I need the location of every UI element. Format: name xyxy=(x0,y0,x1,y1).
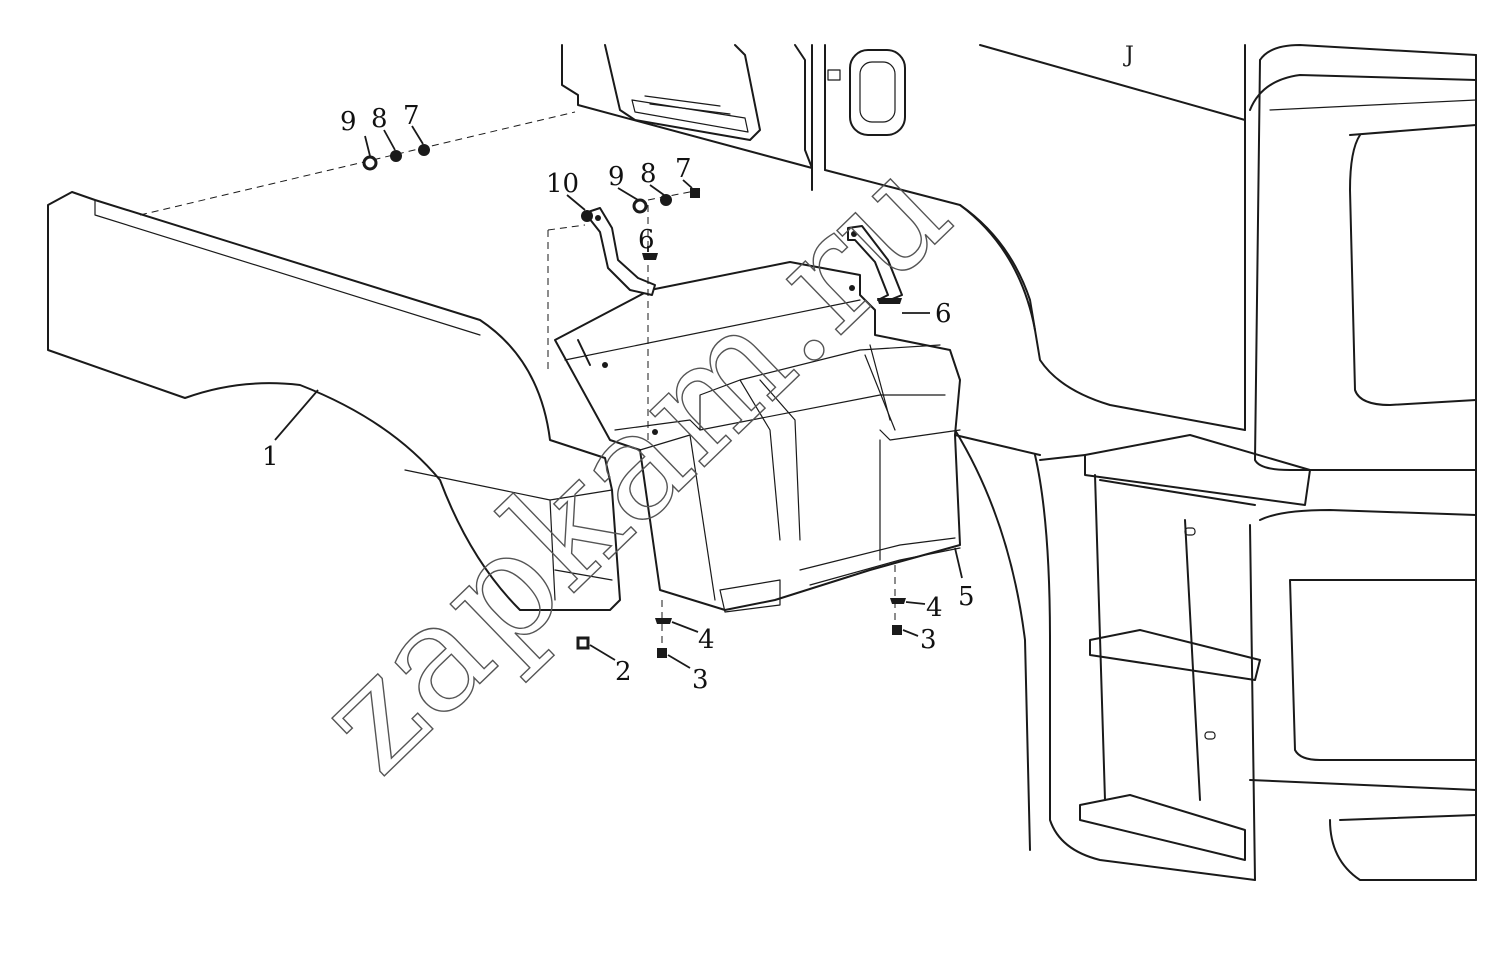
callout-9: 9 xyxy=(340,107,357,137)
callout-2: 2 xyxy=(615,657,632,687)
callout-3: 3 xyxy=(920,625,937,655)
splash-shield-part-5 xyxy=(554,261,961,613)
callout-1: 1 xyxy=(262,442,279,472)
svg-text:J: J xyxy=(1123,43,1134,68)
callout-5: 5 xyxy=(958,582,975,612)
callout-4: 4 xyxy=(698,625,715,655)
hardware-fasteners xyxy=(362,144,906,658)
callout-4: 4 xyxy=(926,593,943,623)
assembly-lines xyxy=(139,111,896,650)
callout-labels: 1 2 3 3 4 4 5 6 6 7 7 8 8 9 9 10 xyxy=(262,101,975,695)
entry-steps xyxy=(1034,434,1311,881)
door-handle xyxy=(827,49,906,136)
callout-6: 6 xyxy=(935,299,952,329)
leader-lines xyxy=(274,125,963,669)
callout-7: 7 xyxy=(675,154,692,184)
callout-7: 7 xyxy=(403,101,420,131)
callout-9: 9 xyxy=(608,162,625,192)
front-corner-housing xyxy=(1249,44,1477,881)
cab-side-panel xyxy=(561,44,826,191)
callout-3: 3 xyxy=(692,665,709,695)
callout-8: 8 xyxy=(371,104,388,134)
cab-body: J xyxy=(824,43,1246,431)
fender-part-1 xyxy=(47,191,621,611)
callout-6: 6 xyxy=(638,225,655,255)
callout-8: 8 xyxy=(640,159,657,189)
cab-wheel-arch xyxy=(954,429,1041,851)
callout-10: 10 xyxy=(546,169,579,199)
bracket-part-10 xyxy=(584,207,656,296)
